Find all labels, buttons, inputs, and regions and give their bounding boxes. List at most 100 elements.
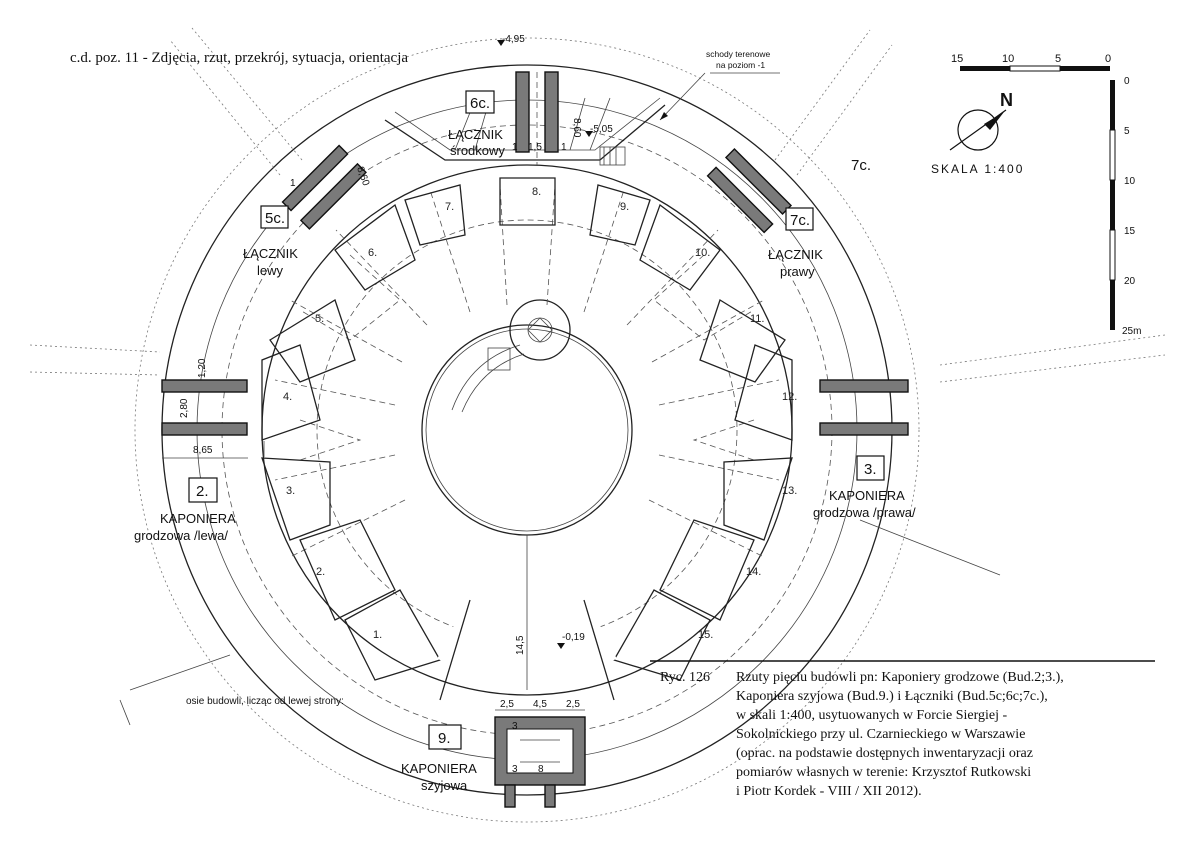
stairs-note-line1: schody terenowe bbox=[706, 49, 771, 59]
walls-b3 bbox=[819, 379, 909, 436]
name-b3-line1: KAPONIERA bbox=[829, 488, 905, 503]
caption-line: w skali 1:400, usytuowanych w Forcie Sie… bbox=[736, 708, 1007, 723]
walls-b2 bbox=[161, 379, 248, 436]
label-b3: 3. KAPONIERA grodzowa /prawa/ bbox=[813, 455, 916, 520]
dim-1-20: 1,20 bbox=[197, 358, 208, 378]
room-label: 5. bbox=[315, 313, 324, 325]
north-arrow-icon: N bbox=[949, 90, 1013, 151]
label-5c: 5c. ŁĄCZNIK lewy bbox=[243, 205, 298, 278]
caption-line: Rzuty pięciu budowli pn: Kaponiery grodz… bbox=[736, 670, 1064, 685]
room-label: 14. bbox=[746, 566, 761, 578]
dim-1b: 1 bbox=[561, 142, 567, 153]
dim-4-5: 4,5 bbox=[533, 699, 547, 710]
dim-1-5: 1,5 bbox=[528, 142, 542, 153]
radial-partitions bbox=[274, 184, 780, 557]
scale-side-tick: 20 bbox=[1124, 276, 1136, 287]
caponier-9-plan bbox=[494, 709, 586, 808]
label-7c: 7c. ŁĄCZNIK prawy 7c. bbox=[768, 157, 871, 279]
level-marks: -4,95 -5,05 -0,19 bbox=[497, 34, 613, 649]
dim-3a: 3 bbox=[512, 721, 518, 732]
name-b3-line2: grodzowa /prawa/ bbox=[813, 505, 916, 520]
scale-side-tick: 10 bbox=[1124, 176, 1136, 187]
name-7c-line2: prawy bbox=[780, 264, 815, 279]
caption-line: i Piotr Kordek - VIII / XII 2012). bbox=[736, 784, 922, 799]
tag-7c: 7c. bbox=[790, 212, 810, 229]
room-label: 2. bbox=[316, 566, 325, 578]
tag-7c-extra: 7c. bbox=[851, 157, 871, 174]
name-6c-line2: środkowy bbox=[450, 143, 505, 158]
dim-2-5b: 2,5 bbox=[566, 699, 580, 710]
access-paths bbox=[29, 27, 1166, 726]
north-label: N bbox=[1000, 90, 1013, 110]
name-6c-line1: ŁĄCZNIK bbox=[448, 127, 503, 142]
dim-1a: 1 bbox=[512, 142, 518, 153]
name-b2-line2: grodzowa /lewa/ bbox=[134, 528, 228, 543]
name-5c-line2: lewy bbox=[257, 263, 284, 278]
tag-b9: 9. bbox=[438, 730, 451, 747]
room-label: 10. bbox=[695, 247, 710, 259]
dim-14-5: 14,5 bbox=[515, 635, 526, 655]
name-b2-line1: KAPONIERA bbox=[160, 511, 236, 526]
gorge-gap bbox=[437, 535, 617, 701]
dim-1c: 1 bbox=[290, 178, 296, 189]
caption-line: Sokolnickiego przy ul. Czarnieckiego w W… bbox=[736, 727, 1025, 742]
room-label: 1. bbox=[373, 629, 382, 641]
central-stair-tower bbox=[451, 299, 571, 413]
room-label: 6. bbox=[368, 247, 377, 259]
dimension-labels: 1,20 2,80 8,65 8,60 8,60 1 1,5 1 1 14,5 … bbox=[162, 118, 582, 775]
page-header: c.d. poz. 11 - Zdjęcia, rzut, przekrój, … bbox=[70, 50, 408, 66]
scale-tick: 0 bbox=[1105, 53, 1111, 65]
scale-tick: 5 bbox=[1055, 53, 1061, 65]
axes-note: osie budowli, licząc od lewej strony: bbox=[186, 696, 344, 707]
dim-2-80: 2,80 bbox=[179, 398, 190, 418]
scale-tick: 15 bbox=[951, 53, 963, 65]
caption-line: Kaponiera szyjowa (Bud.9.) i Łączniki (B… bbox=[736, 689, 1048, 704]
label-b2: 2. KAPONIERA grodzowa /lewa/ bbox=[134, 477, 236, 543]
room-label: 8. bbox=[532, 186, 541, 198]
level-middle: -5,05 bbox=[590, 124, 613, 135]
room-label: 3. bbox=[286, 485, 295, 497]
name-7c-line1: ŁĄCZNIK bbox=[768, 247, 823, 262]
dim-3b: 3 bbox=[512, 764, 518, 775]
room-label: 15. bbox=[698, 629, 713, 641]
level-bottom: -0,19 bbox=[562, 632, 585, 643]
caption-fig-number: Ryc. 126 bbox=[660, 670, 710, 685]
room-label: 4. bbox=[283, 391, 292, 403]
walls-5c bbox=[281, 144, 367, 230]
dim-2-5a: 2,5 bbox=[500, 699, 514, 710]
room-label: 9. bbox=[620, 201, 629, 213]
figure-caption: Ryc. 126 Rzuty pięciu budowli pn: Kaponi… bbox=[650, 660, 1155, 799]
scale-side-tick: 25m bbox=[1122, 326, 1141, 337]
dim-8: 8 bbox=[538, 764, 544, 775]
scale-tick: 10 bbox=[1002, 53, 1014, 65]
room-label: 12. bbox=[782, 391, 797, 403]
walls-6c bbox=[515, 71, 559, 165]
tag-b3: 3. bbox=[864, 461, 877, 478]
scale-side-tick: 15 bbox=[1124, 226, 1136, 237]
scale-label: SKALA 1:400 bbox=[931, 162, 1024, 176]
stairs-note: schody terenowe na poziom -1 bbox=[659, 49, 780, 121]
room-label: 13. bbox=[782, 485, 797, 497]
tag-5c: 5c. bbox=[265, 210, 285, 227]
label-b9: 9. KAPONIERA szyjowa bbox=[401, 724, 477, 793]
tag-b2: 2. bbox=[196, 483, 209, 500]
label-6c: 6c. ŁĄCZNIK środkowy bbox=[448, 90, 505, 158]
name-5c-line1: ŁĄCZNIK bbox=[243, 246, 298, 261]
walls-7c bbox=[706, 147, 793, 234]
name-b9-line1: KAPONIERA bbox=[401, 761, 477, 776]
tag-6c: 6c. bbox=[470, 95, 490, 112]
level-top: -4,95 bbox=[502, 34, 525, 45]
room-label: 11. bbox=[750, 313, 764, 325]
dim-8-60-mid: 8,60 bbox=[571, 118, 582, 138]
caption-line: pomiarów własnych w terenie: Krzysztof R… bbox=[736, 765, 1031, 780]
scale-side-tick: 5 bbox=[1124, 126, 1130, 137]
caption-line: (oprac. na podstawie dostępnych inwentar… bbox=[736, 746, 1033, 761]
room-label: 7. bbox=[445, 201, 454, 213]
name-b9-line2: szyjowa bbox=[421, 778, 468, 793]
dim-8-65: 8,65 bbox=[193, 445, 213, 456]
scale-bar: 15 10 5 0 0 5 10 15 20 25m bbox=[951, 53, 1141, 337]
scale-side-tick: 0 bbox=[1124, 76, 1130, 87]
room-numbers: 1. 2. 3. 4. 5. 6. 7. 8. 9. 10. 11. 12. 1… bbox=[283, 186, 797, 641]
